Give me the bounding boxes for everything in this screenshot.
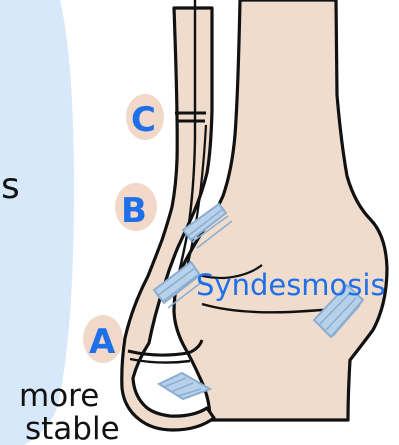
left-fragment-text: s (1, 166, 20, 207)
label-c: C (131, 100, 156, 140)
syndesmosis-label: Syndesmosis (196, 268, 386, 302)
stable-text: stable (25, 411, 120, 445)
label-a: A (89, 322, 116, 362)
label-b: B (121, 191, 147, 231)
more-text: more (19, 378, 99, 414)
